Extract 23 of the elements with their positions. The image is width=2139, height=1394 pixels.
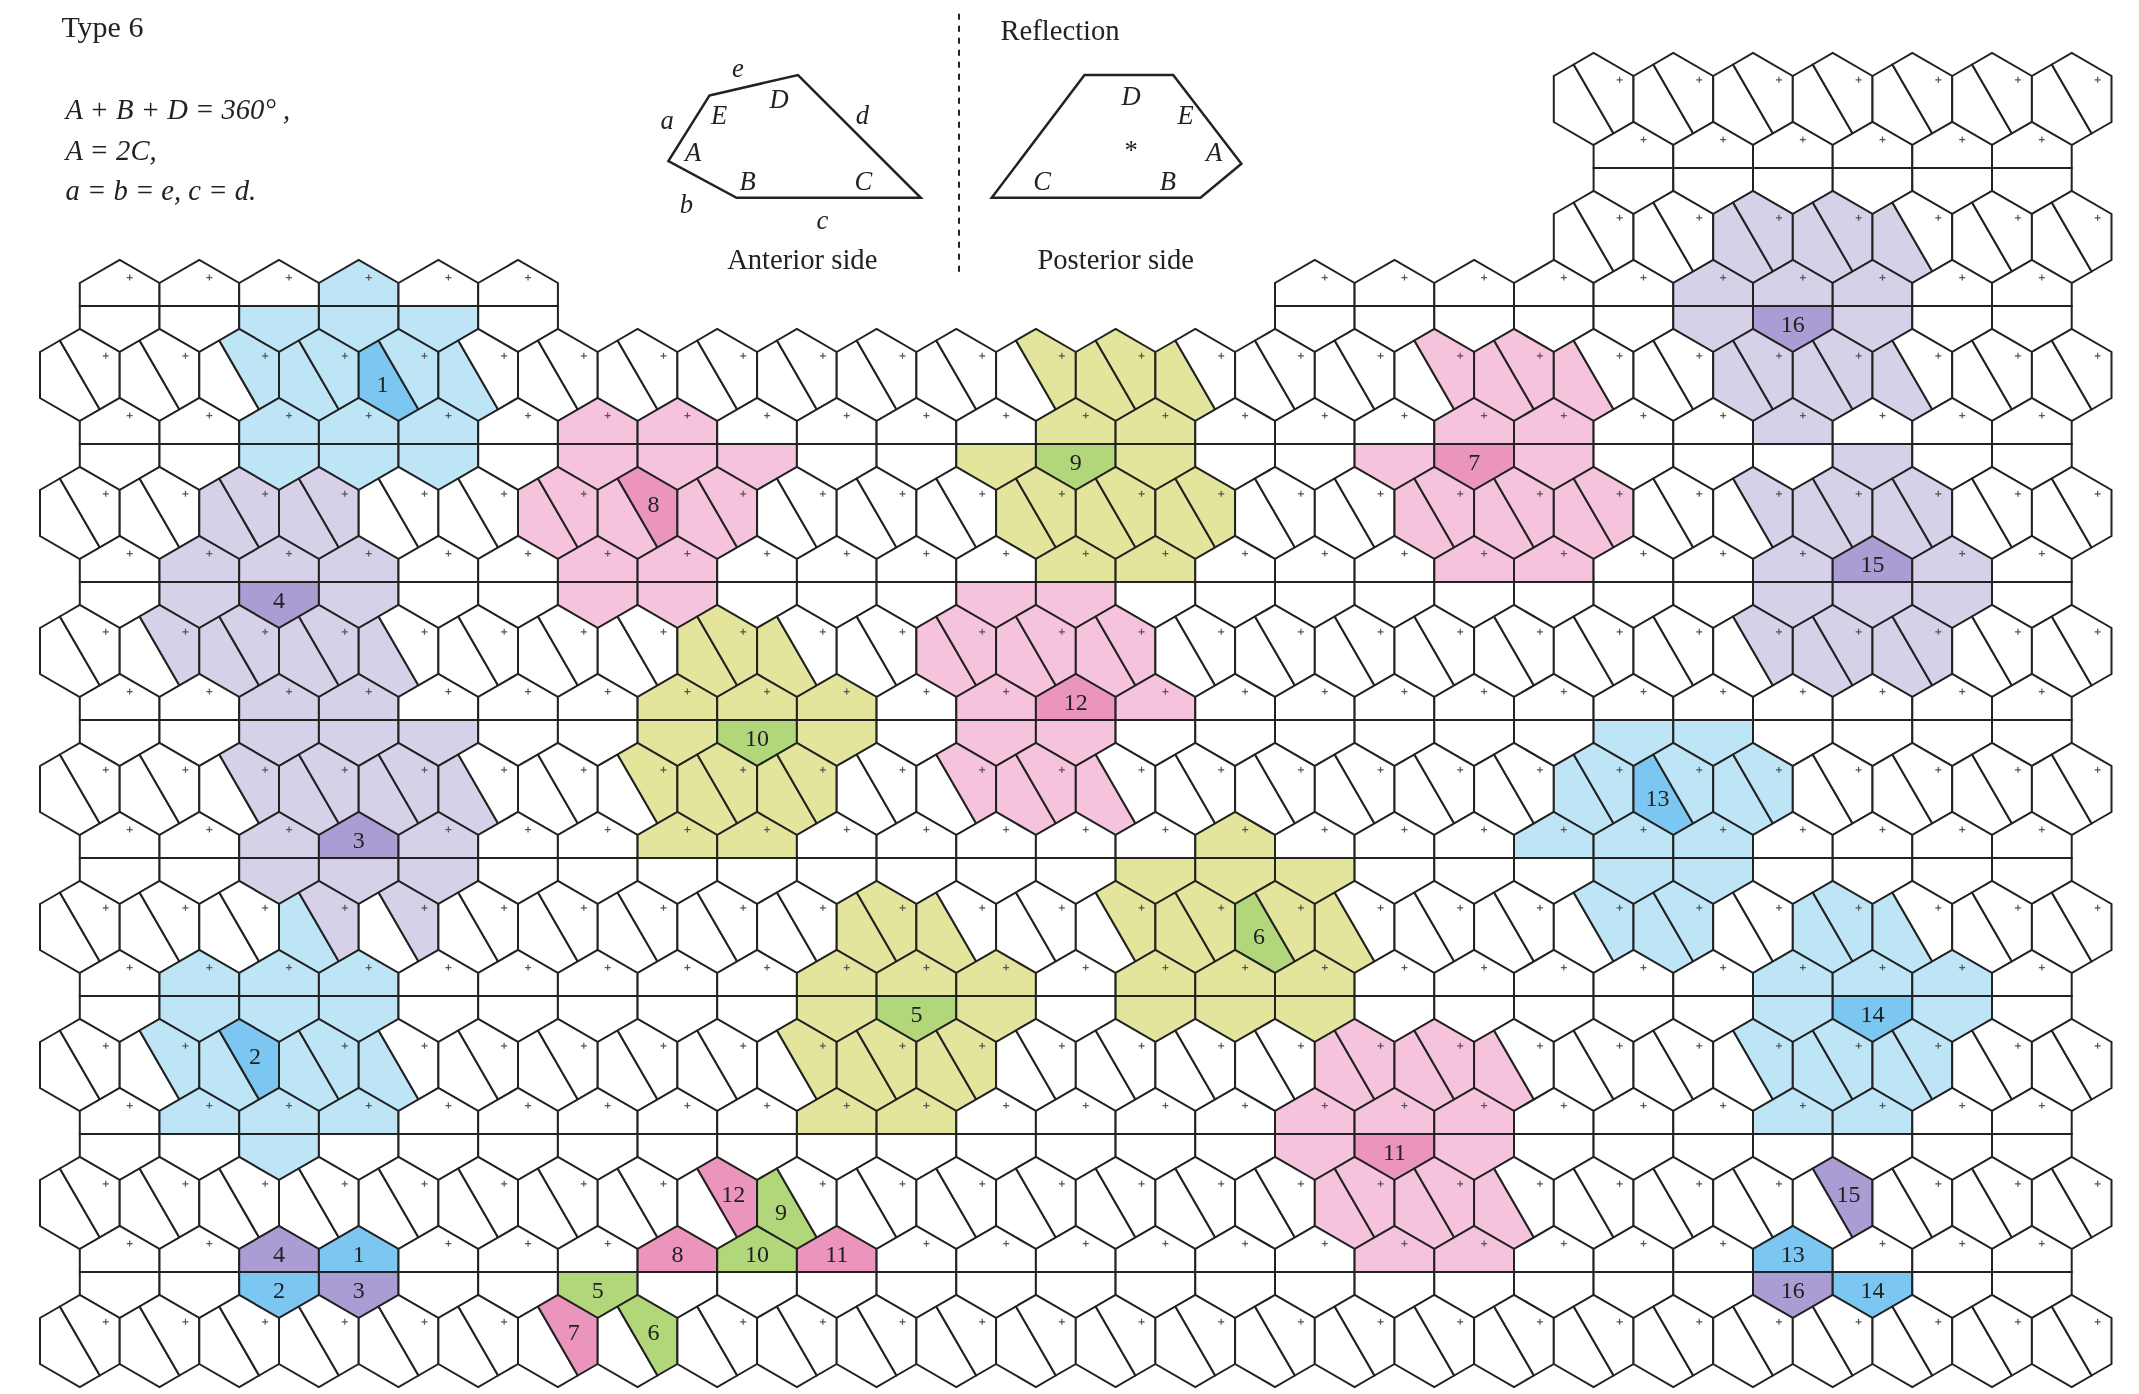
vertex-label: B bbox=[739, 167, 756, 195]
vertex-label: A bbox=[1206, 139, 1223, 166]
side-label: c bbox=[816, 207, 829, 235]
vertex-label: C bbox=[1033, 167, 1051, 195]
side-label: b bbox=[679, 191, 693, 218]
vertex-label: E bbox=[710, 102, 728, 130]
vertex-label: C bbox=[854, 167, 873, 195]
side-label: d bbox=[855, 102, 869, 130]
vertex-label: D bbox=[1121, 83, 1141, 110]
equation-text: A + B + D = 360° , bbox=[65, 94, 291, 124]
reflection-mark: * bbox=[1124, 136, 1138, 164]
equation-text: a = b = e, c = d. bbox=[65, 176, 257, 206]
title-text: Type 6 bbox=[61, 12, 144, 43]
side-label: a bbox=[660, 106, 674, 134]
equation-text: A = 2C, bbox=[65, 135, 157, 165]
caption-text: Posterior side bbox=[1037, 244, 1194, 274]
vertex-label: A bbox=[685, 139, 702, 166]
caption-text: Anterior side bbox=[727, 244, 878, 274]
vertex-label: E bbox=[1177, 102, 1194, 130]
heading-text: Reflection bbox=[1000, 15, 1120, 45]
side-label: e bbox=[732, 54, 744, 82]
vertex-label: D bbox=[769, 86, 789, 113]
vertex-label: B bbox=[1159, 167, 1176, 195]
